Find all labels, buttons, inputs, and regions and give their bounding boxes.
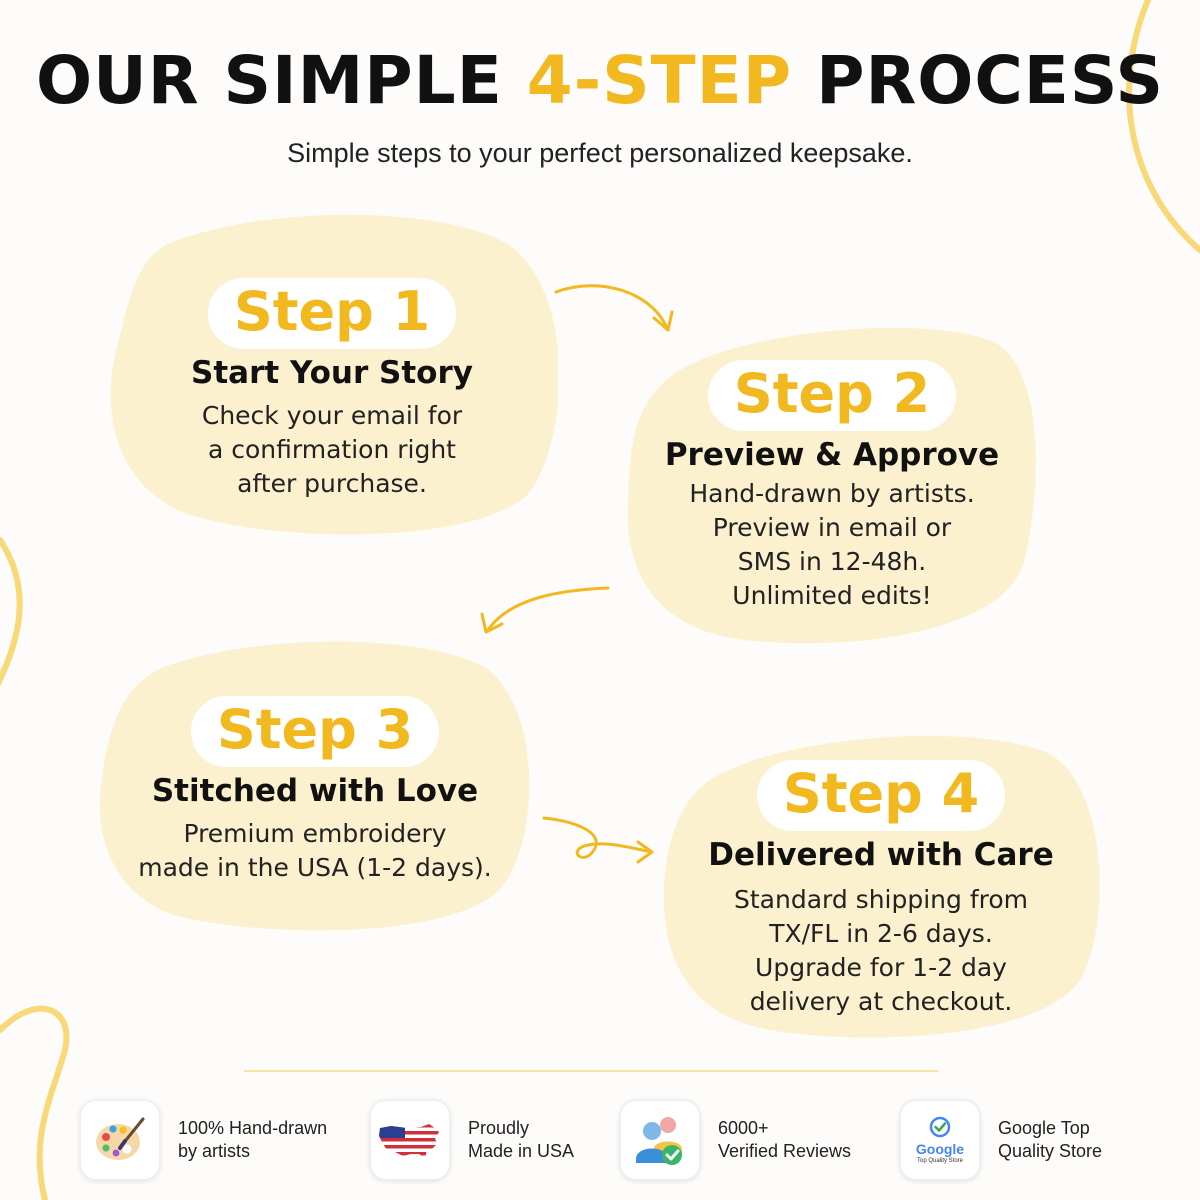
- step-4-heading: Delivered with Care: [708, 837, 1054, 873]
- google-logo-subtext: Top Quality Store: [916, 1158, 964, 1164]
- title-suffix: PROCESS: [792, 42, 1164, 119]
- step-4-label: Step 4: [756, 760, 1006, 831]
- step-2-description: Hand-drawn by artists.Preview in email o…: [689, 479, 975, 610]
- title-prefix: OUR SIMPLE: [36, 42, 527, 119]
- badge-verified-reviews: 6000+Verified Reviews: [620, 1100, 851, 1180]
- step-2-card: Step 2 Preview & Approve Hand-drawn by a…: [650, 360, 1014, 613]
- title-highlight: 4-STEP: [526, 42, 793, 119]
- google-logo-text: Google: [915, 1141, 965, 1157]
- section-divider: [244, 1070, 938, 1072]
- page-title: OUR SIMPLE 4-STEP PROCESS: [0, 42, 1200, 119]
- usa-flag-map-icon: [370, 1100, 450, 1180]
- badge-verified-reviews-text: 6000+Verified Reviews: [718, 1118, 852, 1161]
- left-swirl: [0, 537, 23, 687]
- step-1-heading: Start Your Story: [191, 355, 473, 391]
- step-3-heading: Stitched with Love: [151, 773, 479, 809]
- verified-users-icon: [620, 1100, 700, 1180]
- arrow-step3-to-step4: [542, 816, 654, 859]
- page-subtitle: Simple steps to your perfect personalize…: [287, 138, 913, 168]
- arrow-step1-to-step2: [554, 284, 668, 328]
- step-4-card: Step 4 Delivered with Care Standard ship…: [696, 760, 1066, 1019]
- bottom-left-swirl: [0, 1005, 70, 1200]
- step-2-heading: Preview & Approve: [664, 437, 1000, 473]
- step-3-card: Step 3 Stitched with Love Premium embroi…: [120, 696, 510, 885]
- step-3-label: Step 3: [190, 696, 440, 767]
- step-1-label: Step 1: [207, 278, 457, 349]
- top-right-swirl: [1126, 0, 1200, 253]
- google-badge-icon: Google Top Quality Store: [900, 1100, 980, 1180]
- arrow-step2-to-step3: [486, 586, 610, 632]
- palette-icon: [80, 1100, 160, 1180]
- step-1-card: Step 1 Start Your Story Check your email…: [150, 278, 514, 501]
- step-2-label: Step 2: [707, 360, 957, 431]
